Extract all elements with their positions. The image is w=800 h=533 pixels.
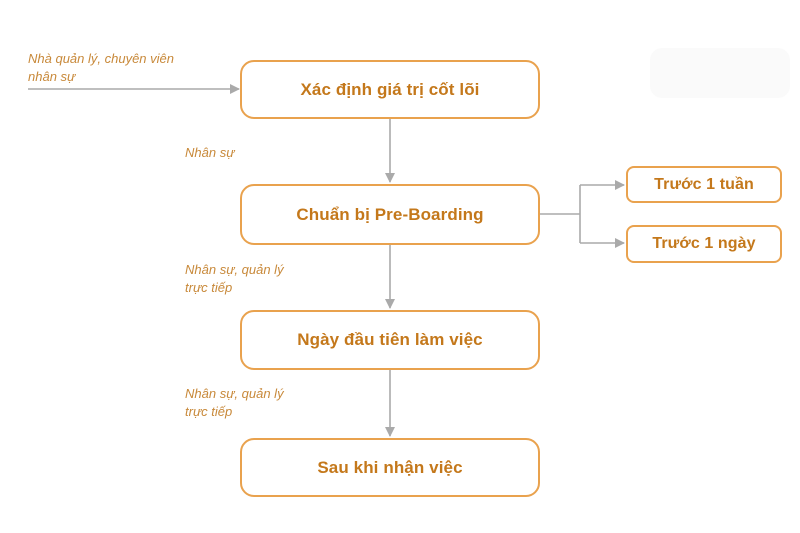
actor-line: trực tiếp (185, 404, 233, 419)
actor-line: Nhà quản lý, chuyên viên (28, 51, 174, 66)
step-core-values: Xác định giá trị cốt lõi (240, 60, 540, 119)
step-first-day: Ngày đầu tiên làm việc (240, 310, 540, 370)
actor-note-step3: Nhân sự, quản lý trực tiếp (185, 261, 284, 297)
branch-one-day-before: Trước 1 ngày (626, 225, 782, 263)
actor-note-step2: Nhân sự (185, 144, 234, 162)
step-pre-boarding: Chuẩn bị Pre-Boarding (240, 184, 540, 245)
background-blur (650, 48, 790, 98)
branch-one-week-before: Trước 1 tuần (626, 166, 782, 203)
actor-note-top: Nhà quản lý, chuyên viên nhân sự (28, 50, 174, 86)
step-after-onboarding: Sau khi nhận việc (240, 438, 540, 497)
actor-note-step4: Nhân sự, quản lý trực tiếp (185, 385, 284, 421)
actor-line: Nhân sự, quản lý (185, 262, 284, 277)
actor-line: nhân sự (28, 69, 76, 84)
actor-line: trực tiếp (185, 280, 233, 295)
actor-line: Nhân sự (185, 145, 235, 160)
actor-line: Nhân sự, quản lý (185, 386, 284, 401)
